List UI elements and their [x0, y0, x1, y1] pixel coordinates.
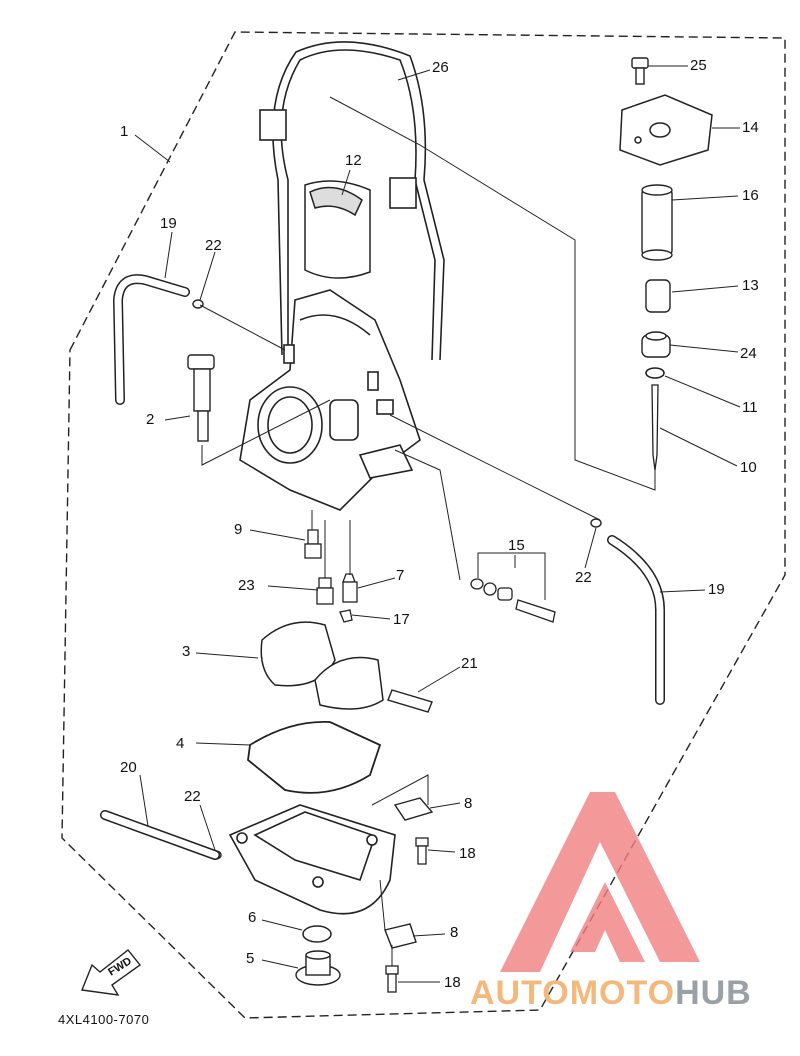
- callout-22b: 22: [575, 569, 592, 586]
- callout-19a: 19: [160, 215, 177, 232]
- clip-22-right: [590, 518, 602, 528]
- callout-5: 5: [246, 950, 254, 967]
- callout-7: 7: [396, 567, 404, 584]
- callout-10: 10: [740, 459, 757, 476]
- throttle-stop-screw-2: [187, 354, 215, 442]
- drain-plug-5: [295, 950, 341, 986]
- float-bowl: [228, 804, 396, 915]
- callout-15: 15: [508, 537, 525, 554]
- watermark-text-part1: AUTOMOTO: [470, 974, 676, 1012]
- callout-18a: 18: [459, 845, 476, 862]
- callout-25: 25: [690, 57, 707, 74]
- callout-labels: 1 2 3 4 5 6 7 8 8 9 10 11 12 13 14 15 16…: [120, 57, 759, 991]
- bracket-8-top: [393, 797, 434, 821]
- watermark-text-part2: HUB: [675, 974, 752, 1012]
- callout-14: 14: [742, 119, 759, 136]
- float-pin-21: [387, 689, 433, 713]
- callout-6: 6: [248, 909, 256, 926]
- callout-12: 12: [345, 152, 362, 169]
- fwd-arrow-icon: FWD: [81, 949, 142, 996]
- bracket-8-bottom: [384, 923, 417, 949]
- callout-9: 9: [234, 521, 242, 538]
- callout-24: 24: [740, 345, 757, 362]
- callout-8b: 8: [450, 924, 458, 941]
- breather-hose-19-right: [608, 536, 664, 704]
- callout-4: 4: [176, 735, 184, 752]
- assembly-boundary: [61, 31, 786, 1019]
- callout-11: 11: [742, 399, 758, 416]
- spacer-24: [641, 331, 671, 358]
- screw-set-15: [470, 578, 556, 623]
- float-3: [260, 621, 384, 710]
- needle-clip-11: [645, 367, 665, 379]
- clip-22-top: [192, 299, 204, 309]
- logo-triangle-outer: [500, 792, 700, 972]
- callout-18b: 18: [444, 974, 461, 991]
- clip-17: [339, 609, 353, 623]
- jet-needle-10: [651, 384, 659, 471]
- rubber-cap-12: [304, 180, 371, 279]
- needle-valve-7: [342, 573, 358, 603]
- bolt-18-bottom: [385, 965, 399, 993]
- gasket-4: [247, 720, 382, 794]
- callout-17: 17: [393, 611, 410, 628]
- callout-22a: 22: [205, 237, 222, 254]
- callout-8a: 8: [464, 795, 472, 812]
- needle-holder-13: [645, 279, 671, 313]
- callout-23: 23: [238, 577, 255, 594]
- callout-21: 21: [461, 655, 478, 672]
- watermark-text: AUTOMOTOHUB: [470, 974, 752, 1013]
- callout-16: 16: [742, 187, 759, 204]
- spring-16: [641, 184, 673, 261]
- callout-1: 1: [120, 123, 128, 140]
- bolt-18-top: [415, 837, 429, 865]
- automotohub-logo: [500, 792, 700, 972]
- callout-20: 20: [120, 759, 137, 776]
- top-cover-14: [619, 94, 713, 166]
- screw-25: [631, 57, 649, 85]
- assembly-lines: [199, 96, 656, 966]
- leader-lines: [134, 65, 741, 983]
- callout-3: 3: [182, 643, 190, 660]
- callout-26: 26: [432, 59, 449, 76]
- o-ring-6: [302, 925, 332, 943]
- vent-hose-26: [259, 41, 445, 361]
- logo-triangle-inner: [570, 882, 645, 962]
- callout-22c: 22: [184, 788, 201, 805]
- overflow-hose-20: [101, 811, 219, 859]
- callout-2: 2: [146, 411, 154, 428]
- main-jet-23: [316, 577, 334, 605]
- diagram-code: 4XL4100-7070: [58, 1012, 150, 1027]
- pilot-jet-9: [304, 529, 322, 559]
- breather-hose-19-left: [112, 274, 190, 405]
- callout-19b: 19: [708, 581, 725, 598]
- callout-13: 13: [742, 277, 759, 294]
